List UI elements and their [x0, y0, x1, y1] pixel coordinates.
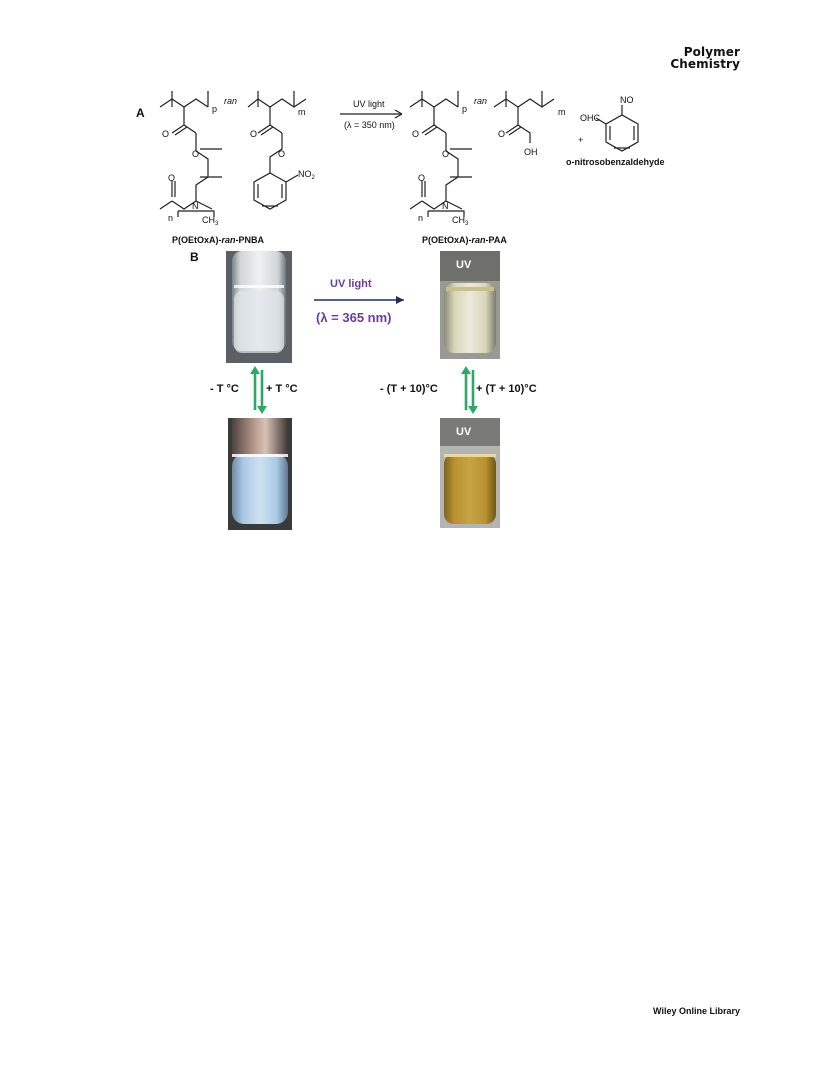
nitroso-ohc: OHC	[580, 113, 601, 123]
plus-sign: +	[578, 135, 583, 145]
reactant-nb-ester-o: O	[278, 149, 285, 159]
tube-photo-uv-amber: UV	[440, 418, 500, 528]
left-equilibrium-arrows	[250, 366, 267, 414]
scheme-b-arrow-label: UV light	[330, 278, 372, 290]
product-ch3: CH3	[452, 215, 469, 227]
panel-a-label: A	[136, 106, 145, 120]
product-n-repeat: n	[418, 213, 423, 223]
product-m-subscript: m	[558, 107, 566, 117]
product-ester-o: O	[442, 149, 449, 159]
publisher-footer: Wiley Online Library	[653, 1006, 740, 1016]
panel-b-label: B	[190, 250, 199, 264]
scheme-b-arrow-wavelength: (λ = 365 nm)	[316, 310, 392, 325]
product-carbonyl-o: O	[412, 129, 419, 139]
product-p-subscript: p	[462, 104, 467, 114]
reactant-ch3: CH3	[202, 215, 219, 227]
product-acid-carbonyl-o: O	[498, 129, 505, 139]
right-cooling-label: - (T + 10)°C	[380, 383, 438, 395]
journal-line-1: Polymer	[683, 45, 740, 59]
product-amide-o: O	[418, 173, 425, 183]
tube-photo-blue-cloudy	[228, 418, 292, 530]
reactant-name: P(OEtOxA)-ran-PNBA	[172, 235, 265, 245]
journal-line-2: Chemistry	[670, 57, 740, 71]
product-name: P(OEtOxA)-ran-PAA	[422, 235, 507, 245]
scheme-a-arrow-label: UV light	[353, 99, 385, 109]
product-n-atom: N	[442, 201, 449, 211]
reactant-nb-carbonyl-o: O	[250, 129, 257, 139]
right-heating-label: + (T + 10)°C	[476, 383, 537, 395]
reactant-ran-label: ran	[224, 96, 237, 106]
product-ran-label: ran	[474, 96, 487, 106]
nitroso-name: o-nitrosobenzaldehyde	[566, 157, 665, 167]
scheme-a: A ran p m O O O O O N n CH3 NO2 P(OEtOxA…	[136, 91, 665, 245]
tube-label-uv-bottom: UV	[456, 426, 472, 438]
reactant-amide-o: O	[168, 173, 175, 183]
reactant-no2: NO2	[298, 169, 316, 181]
reactant-carbonyl-o: O	[162, 129, 169, 139]
left-heating-label: + T °C	[266, 383, 298, 395]
reactant-n-atom: N	[192, 201, 199, 211]
tube-photo-clear	[226, 251, 292, 363]
reactant-n-repeat: n	[168, 213, 173, 223]
nitroso-no: NO	[620, 95, 634, 105]
left-cooling-label: - T °C	[210, 383, 239, 395]
scheme-b-arrow: UV light (λ = 365 nm)	[314, 278, 404, 325]
product-oh: OH	[524, 147, 538, 157]
scheme-a-arrow-wavelength: (λ = 350 nm)	[344, 120, 395, 130]
tube-label-uv-top: UV	[456, 259, 472, 271]
reactant-m-subscript: m	[298, 107, 306, 117]
reactant-ester-o: O	[192, 149, 199, 159]
reactant-p-subscript: p	[212, 104, 217, 114]
tube-photo-uv-pale: UV	[440, 251, 500, 359]
journal-name: Polymer Chemistry	[670, 46, 740, 70]
right-equilibrium-arrows	[461, 366, 478, 414]
